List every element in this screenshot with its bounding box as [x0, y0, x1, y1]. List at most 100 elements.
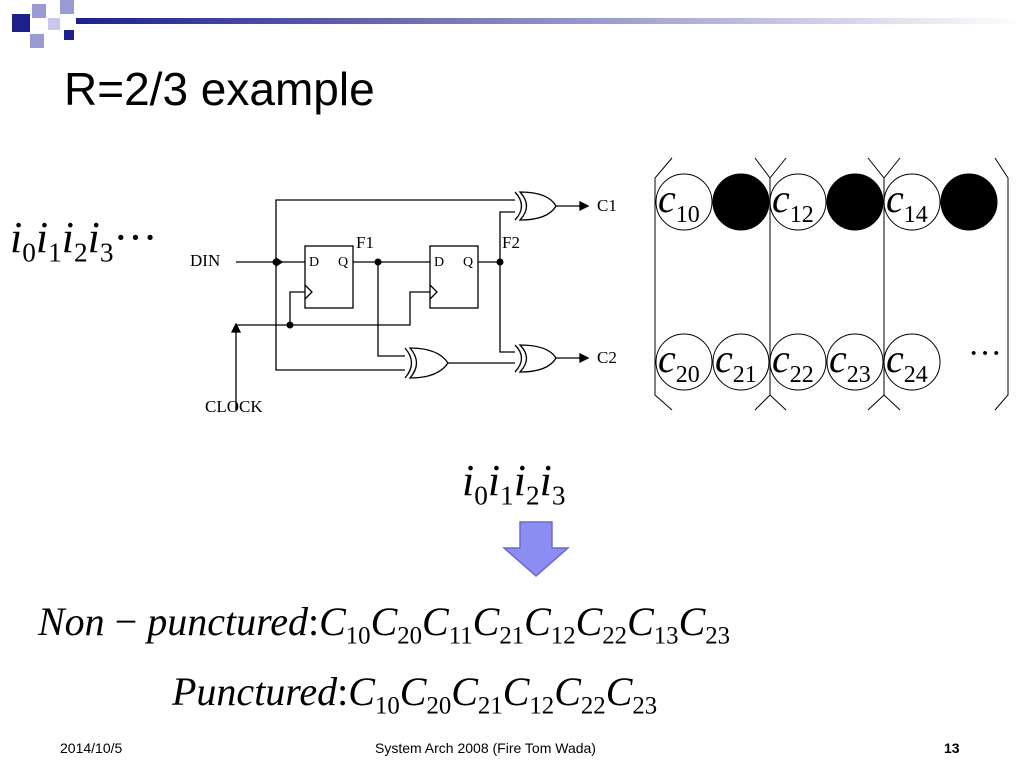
caption-symbol-subscript: 2 — [525, 480, 540, 511]
caption-symbol-term: i3 — [539, 456, 566, 511]
ff2-d-label: D — [434, 255, 444, 270]
input-symbol-term: i0 — [10, 213, 36, 268]
input-sequence-ellipsis: ··· — [113, 213, 158, 262]
punctured-terms: C10C20C21C12C22C23 — [348, 669, 658, 720]
grid-bracket-right — [994, 157, 1009, 411]
punctured-subscript: 12 — [529, 692, 555, 720]
non-punctured-label: Non — [38, 599, 105, 644]
input-symbol-term: i1 — [35, 213, 62, 268]
clock-wire — [235, 291, 430, 410]
xor1-back-curve — [514, 191, 523, 221]
caption-symbol-term: i0 — [462, 456, 488, 511]
input-symbol-term: i3 — [87, 213, 114, 268]
caption-symbol-term: i1 — [487, 456, 514, 511]
non-punctured-term: C12 — [524, 599, 576, 650]
trellis-bottom-ellipsis: ··· — [968, 335, 1002, 372]
deco-square-lavender-2 — [30, 34, 44, 48]
top-bit-circle — [826, 173, 884, 231]
input-symbol-subscript: 3 — [99, 237, 114, 268]
punctured-label: Punctured — [172, 669, 338, 714]
c1-arrow — [579, 200, 590, 212]
bottom-bit-label: c21 — [715, 336, 757, 388]
non-punctured-subscript: 20 — [397, 622, 423, 650]
punctured-term: C12 — [502, 669, 555, 720]
input-sequence: i0i1i2i3··· — [10, 212, 157, 269]
grid-bracket-2 — [867, 157, 885, 411]
bottom-bit-label: c24 — [886, 336, 928, 388]
ff1-q-label: Q — [338, 255, 348, 270]
wire-din-to-xor3 — [275, 262, 405, 371]
punctured-colon: : — [337, 669, 349, 714]
grid-bracket-1b — [769, 157, 787, 179]
page-number: 13 — [944, 740, 960, 756]
non-punctured-term: C10 — [319, 599, 371, 650]
top-bit-circle — [883, 173, 941, 231]
grid-bracket-2c — [883, 394, 901, 411]
top-bit-label: c12 — [772, 176, 814, 228]
non-punctured-colon: : — [307, 599, 320, 644]
caption-symbol-subscript: 0 — [474, 480, 488, 511]
caption-symbol-subscript: 1 — [500, 480, 514, 511]
non-punctured-terms: C10C20C11C21C12C22C13C23 — [319, 599, 731, 650]
input-symbol-subscript: 1 — [48, 237, 62, 268]
xor3-back-curve — [404, 347, 413, 379]
bottom-bit-circle — [655, 333, 713, 391]
non-punctured-term: C20 — [370, 599, 423, 650]
top-bit-circle — [940, 173, 998, 231]
input-symbol-subscript: 2 — [73, 237, 88, 268]
punctured-subscript: 22 — [580, 692, 606, 720]
deco-square-navy-2 — [64, 30, 74, 40]
wire-f2-to-xor1 — [478, 211, 515, 263]
ff2-clock-triangle — [429, 284, 438, 300]
ff2-q-label: Q — [463, 255, 473, 270]
punctured-formula: Punctured:C10C20C21C12C22C23 — [172, 668, 657, 721]
xor1-gate — [518, 191, 557, 221]
punctured-term: C10 — [348, 669, 400, 720]
non-punctured-term: C22 — [575, 599, 628, 650]
arrow-caption: i0i1i2i3 — [462, 455, 566, 512]
footer-center: System Arch 2008 (Fire Tom Wada) — [375, 740, 596, 756]
grid-bracket-1c — [769, 394, 787, 411]
deco-square-navy — [12, 14, 30, 32]
non-punctured-formula: Non − punctured:C10C20C11C21C12C22C13C23 — [38, 598, 730, 651]
deco-square-lavender-1 — [32, 4, 46, 18]
c1-label: C1 — [597, 196, 617, 215]
footer-date: 2014/10/5 — [60, 740, 123, 756]
flipflop-2 — [429, 245, 479, 309]
bottom-bit-circle — [712, 333, 770, 391]
punctured-subscript: 20 — [426, 692, 452, 720]
non-punctured-term: C13 — [627, 599, 679, 650]
corner-decoration — [12, 0, 1024, 48]
punctured-term: C23 — [605, 669, 658, 720]
din-label: DIN — [190, 251, 220, 270]
caption-symbol-term: i2 — [513, 456, 540, 511]
c2-label: C2 — [597, 348, 617, 367]
ff1-clock-triangle — [304, 284, 313, 300]
c2-arrow — [579, 352, 590, 364]
junction-clock — [286, 321, 294, 329]
non-punctured-term: C21 — [472, 599, 525, 650]
non-punctured-term: C23 — [678, 599, 731, 650]
grid-bracket-left — [654, 157, 673, 411]
wire-din-to-xor1 — [275, 199, 515, 262]
input-sequence-symbols: i0i1i2i3 — [10, 213, 114, 268]
non-punctured-subscript: 22 — [602, 622, 628, 650]
grid-lines — [654, 157, 1009, 411]
non-punctured-dash: − — [114, 599, 138, 644]
clock-wire-ff1 — [289, 291, 305, 325]
deco-square-lavender-3 — [48, 18, 60, 30]
punctured-term: C22 — [554, 669, 606, 720]
non-punctured-label2: punctured — [147, 599, 308, 644]
input-symbol-subscript: 0 — [22, 237, 36, 268]
punctured-subscript: 23 — [632, 692, 658, 720]
punctured-term: C21 — [451, 669, 503, 720]
bottom-bit-circle — [769, 333, 827, 391]
non-punctured-subscript: 21 — [499, 622, 525, 650]
non-punctured-subscript: 23 — [705, 622, 731, 650]
top-bit-circle — [769, 173, 827, 231]
non-punctured-subscript: 13 — [653, 622, 679, 650]
f1-label: F1 — [356, 233, 374, 252]
